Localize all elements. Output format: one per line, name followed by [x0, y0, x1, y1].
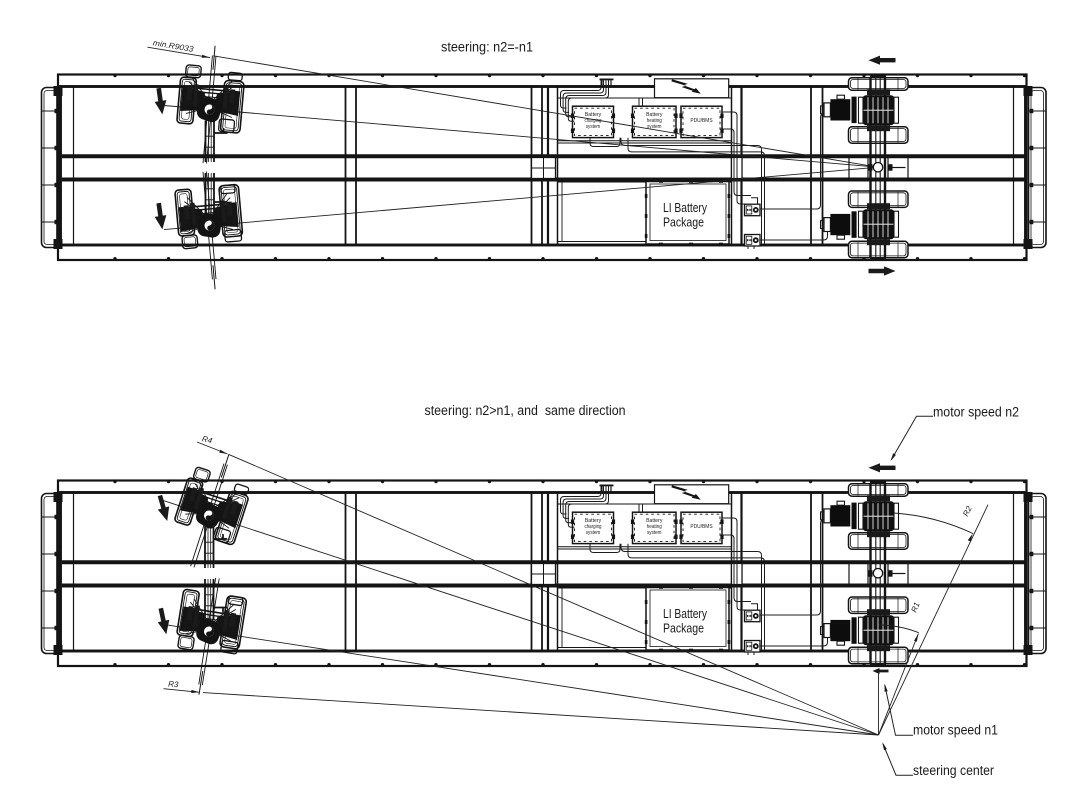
svg-text:R4: R4: [201, 434, 214, 445]
svg-text:R1: R1: [909, 601, 921, 614]
svg-text:steering: n2>n1, and same dir: steering: n2>n1, and same direction: [425, 403, 626, 418]
svg-text:R3: R3: [168, 680, 179, 690]
svg-text:R2: R2: [961, 504, 974, 518]
svg-text:motor speed n1: motor speed n1: [913, 723, 998, 738]
svg-text:steering center: steering center: [913, 763, 994, 778]
svg-text:steering: n2=-n1: steering: n2=-n1: [441, 40, 533, 55]
svg-text:motor speed n2: motor speed n2: [933, 405, 1019, 420]
